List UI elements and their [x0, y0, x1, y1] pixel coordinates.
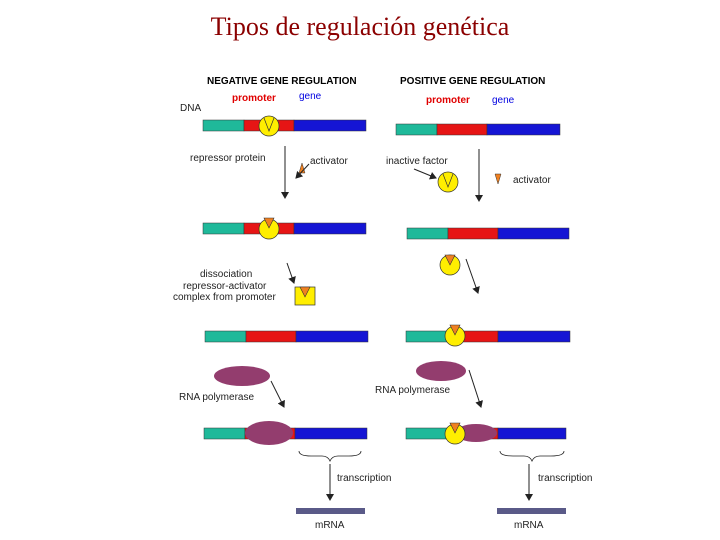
neg-activator-label: activator [310, 156, 348, 167]
neg-dna-strand-1 [202, 119, 367, 132]
neg-arrow-2 [286, 262, 296, 284]
neg-bound-polymerase-icon [245, 421, 293, 445]
pos-bound-factor-icon [444, 422, 466, 445]
dna-label: DNA [180, 103, 201, 114]
neg-gene-brace [298, 450, 362, 463]
neg-rna-polymerase-icon [214, 366, 270, 386]
repressor-protein-label: repressor protein [190, 153, 266, 164]
dissociation-line-1: dissociation [200, 269, 252, 280]
pos-activator-icon [494, 173, 502, 185]
dissociation-line-2: repressor-activator [183, 281, 267, 292]
neg-gene-label: gene [299, 91, 322, 102]
bound-active-factor-icon [444, 324, 466, 347]
pos-gene-brace [499, 450, 565, 463]
pos-dna-strand-2 [406, 227, 570, 240]
neg-promoter-label: promoter [232, 93, 276, 104]
neg-dna-strand-2 [202, 222, 367, 235]
neg-dna-strand-3 [204, 330, 369, 343]
neg-arrow-3 [270, 380, 285, 408]
dissociation-line-3: complex from promoter [173, 292, 276, 303]
pos-arrow-2 [465, 258, 480, 294]
pos-rna-polymerase-label: RNA polymerase [375, 385, 450, 396]
pos-dna-strand-1 [395, 123, 561, 136]
pos-arrow-factor [413, 168, 437, 180]
pos-bound-polymerase-icon [455, 424, 497, 442]
negative-header: NEGATIVE GENE REGULATION [207, 76, 357, 87]
pos-arrow-3 [468, 369, 483, 408]
pos-promoter-label: promoter [426, 95, 470, 106]
page-title: Tipos de regulación genética [210, 12, 510, 41]
pos-dna-strand-3 [405, 330, 571, 343]
neg-transcription-label: transcription [337, 473, 391, 484]
active-factor-icon [439, 254, 461, 276]
pos-gene-label: gene [492, 95, 515, 106]
positive-header: POSITIVE GENE REGULATION [400, 76, 545, 87]
repressor-activator-complex-icon [258, 217, 280, 240]
neg-mrna-label: mRNA [315, 520, 345, 531]
pos-rna-polymerase-icon [416, 361, 466, 381]
inactive-factor-label: inactive factor [386, 156, 448, 167]
detached-complex-icon [294, 286, 316, 306]
pos-transcription-label: transcription [538, 473, 592, 484]
neg-arrow-activator [295, 163, 310, 179]
repressor-protein-icon [258, 115, 280, 137]
inactive-factor-icon [437, 171, 459, 193]
pos-activator-label: activator [513, 175, 551, 186]
pos-mrna-bar [497, 508, 566, 514]
neg-rna-polymerase-label: RNA polymerase [179, 392, 254, 403]
neg-mrna-bar [296, 508, 365, 514]
pos-mrna-label: mRNA [514, 520, 544, 531]
